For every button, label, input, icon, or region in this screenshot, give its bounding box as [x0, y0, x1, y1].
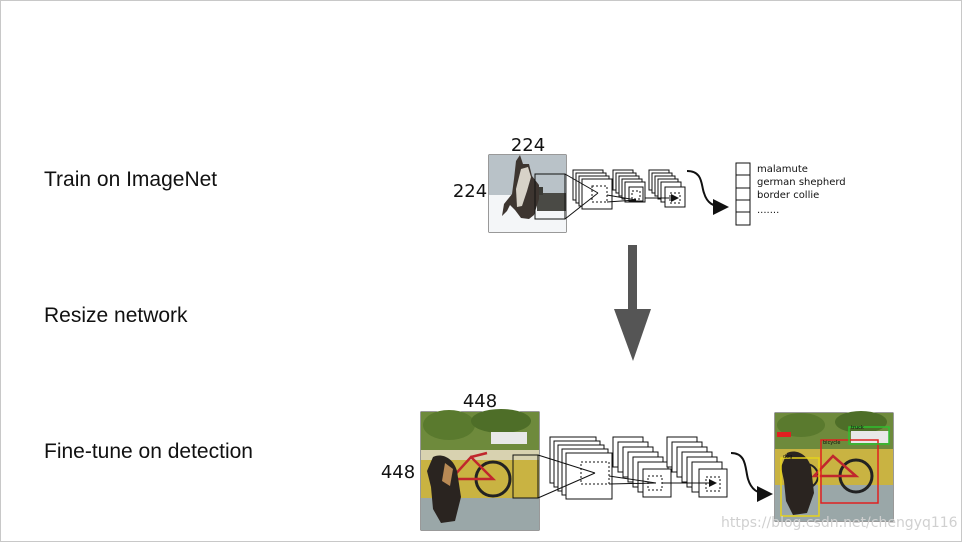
finetune-height-label: 448: [381, 462, 415, 483]
train-width-label: 224: [511, 135, 545, 156]
class-label-4: .......: [757, 205, 779, 216]
train-projection-lines: [564, 173, 679, 220]
finetune-width-label: 448: [463, 391, 497, 412]
class-label-3: border collie: [757, 190, 819, 201]
finetune-conv-stack-2: [612, 436, 672, 498]
detection-label-truck: truck: [851, 425, 864, 431]
train-conv-stack-2: [612, 169, 646, 203]
detection-label-dog: dog: [783, 454, 792, 460]
finetune-receptive-field: [512, 454, 539, 499]
detection-arrow: [730, 452, 773, 502]
step-label-train: Train on ImageNet: [44, 168, 218, 191]
class-label-1: malamute: [757, 164, 808, 175]
train-receptive-field: [534, 173, 566, 220]
class-output-vector: [735, 162, 751, 226]
detection-label-bicycle: bicycle: [823, 440, 841, 446]
train-conv-stack-3: [648, 169, 686, 208]
finetune-conv-stack-3: [666, 436, 728, 498]
train-input-image: [488, 154, 567, 233]
class-label-2: german shepherd: [757, 177, 846, 188]
finetune-conv-stack-1: [549, 436, 613, 500]
step-label-finetune: Fine-tune on detection: [44, 440, 253, 463]
finetune-input-image: [420, 409, 540, 531]
train-height-label: 224: [453, 181, 487, 202]
classifier-arrow: [686, 170, 729, 215]
detection-output-image: [774, 411, 894, 522]
finetune-projection-lines: [537, 454, 717, 499]
watermark: https://blog.csdn.net/chengyq116: [721, 515, 958, 531]
step-label-resize: Resize network: [44, 304, 188, 327]
resize-down-arrow: [614, 245, 651, 361]
